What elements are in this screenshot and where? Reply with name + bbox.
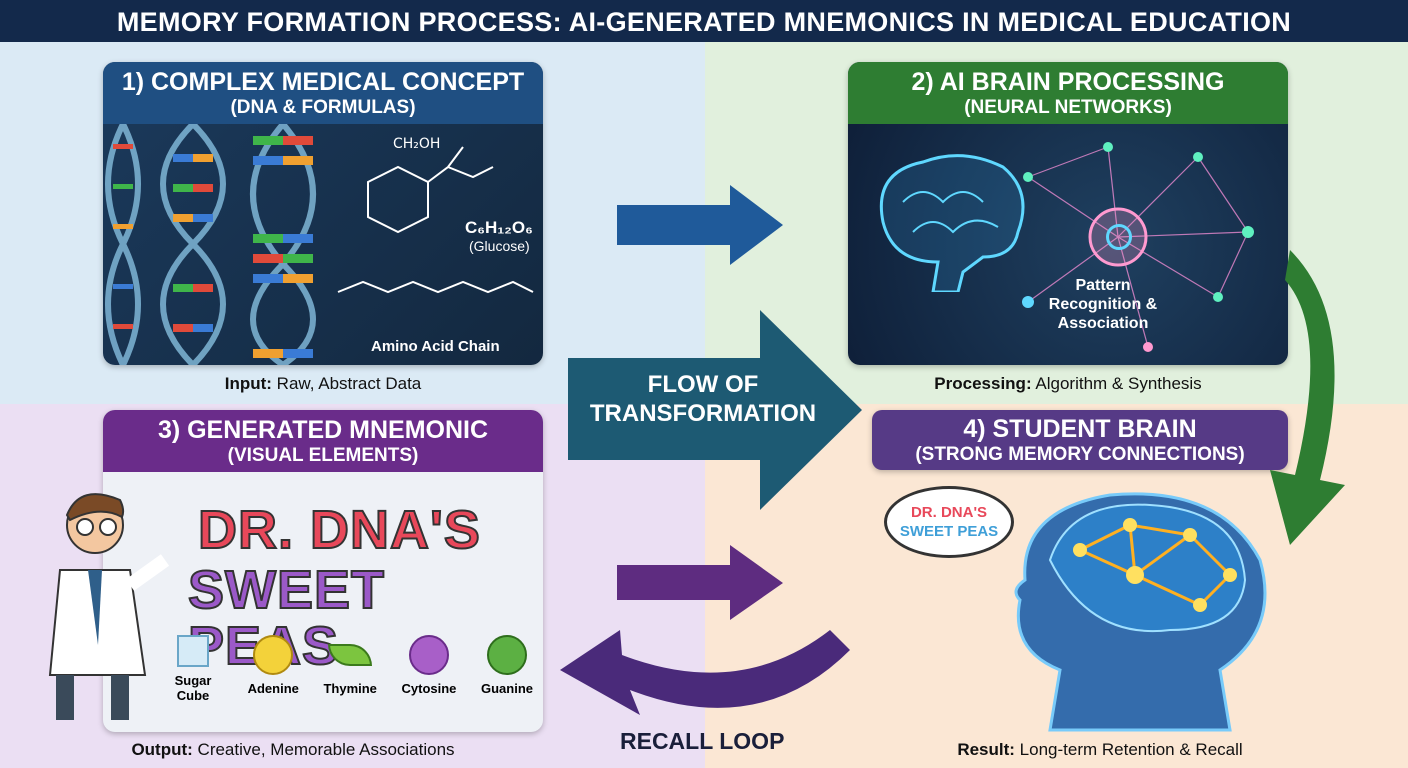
purple-pea-icon [408, 635, 449, 675]
caption-text: Long-term Retention & Recall [1014, 740, 1243, 759]
bubble-line2: SWEET PEAS [899, 523, 999, 540]
mnemonic-title-line1: DR. DNA'S [197, 500, 481, 560]
bubble-line1: DR. DNA'S [910, 504, 988, 521]
page-title: MEMORY FORMATION PROCESS: AI-GENERATED M… [0, 0, 1408, 42]
speech-bubble-icon: DR. DNA'S SWEET PEAS [884, 486, 1014, 558]
panel2-subtitle: (NEURAL NETWORKS) [964, 97, 1172, 118]
blue-arrow-icon [617, 185, 783, 265]
caption-label: Result: [957, 740, 1015, 759]
item-label: Sugar Cube [174, 673, 212, 703]
item-cytosine: Cytosine [401, 635, 457, 703]
purple-right-arrow-icon [617, 545, 783, 620]
item-label: Cytosine [401, 681, 457, 696]
glucose-name: (Glucose) [469, 238, 530, 254]
caption-text: Raw, Abstract Data [271, 374, 422, 393]
green-curved-arrow-icon [1270, 250, 1345, 545]
panel-ai-brain: 2) AI BRAIN PROCESSING (NEURAL NETWORKS)… [848, 62, 1288, 365]
dna-helix-icon [105, 124, 316, 365]
flow-arrow-icon [568, 310, 862, 510]
mnemonic-items: Sugar Cube Adenine Thymine Cytosine Guan… [163, 635, 533, 703]
panel1-caption: Input: Raw, Abstract Data [103, 374, 543, 394]
yellow-pea-icon [253, 635, 294, 675]
flow-label-line1: FLOW OF [647, 371, 759, 398]
glucose-structure-icon [367, 146, 494, 234]
recall-loop-arrow-icon [560, 630, 850, 715]
amino-acid-label: Amino Acid Chain [371, 338, 500, 355]
item-label: Guanine [480, 681, 533, 696]
item-thymine: Thymine [323, 635, 377, 703]
flow-label: FLOW OF TRANSFORMATION [568, 370, 838, 428]
item-sugar-cube: Sugar Cube [163, 635, 223, 703]
caption-label: Output: [131, 740, 193, 759]
panel2-title: 2) AI BRAIN PROCESSING [911, 68, 1225, 96]
student-head-brain-icon [1014, 492, 1267, 732]
item-guanine: Guanine [481, 635, 533, 703]
label-line: Pattern [1075, 277, 1131, 294]
panel4-subtitle: (STRONG MEMORY CONNECTIONS) [915, 444, 1245, 465]
pattern-recognition-label: Pattern Recognition & Association [1038, 276, 1168, 333]
caption-label: Input: [224, 374, 272, 393]
glucose-group-label: CH₂OH [393, 136, 441, 152]
glucose-formula: C₆H₁₂O₆ [465, 218, 533, 237]
panel3-subtitle: (VISUAL ELEMENTS) [227, 445, 419, 466]
magnifier-icon [1106, 224, 1132, 250]
caption-label: Processing: [934, 374, 1032, 393]
panel3-caption: Output: Creative, Memorable Associations [103, 740, 483, 760]
panel1-subtitle: (DNA & FORMULAS) [230, 97, 416, 118]
panel4-caption: Result: Long-term Retention & Recall [920, 740, 1280, 760]
panel2-caption: Processing: Algorithm & Synthesis [848, 374, 1288, 394]
doctor-character-icon [48, 493, 170, 720]
item-label: Thymine [323, 681, 377, 696]
panel1-title: 1) COMPLEX MEDICAL CONCEPT [121, 68, 525, 96]
caption-text: Algorithm & Synthesis [1031, 374, 1202, 393]
item-adenine: Adenine [248, 635, 299, 703]
label-line: Recognition & [1048, 296, 1158, 313]
panel3-title: 3) GENERATED MNEMONIC [157, 416, 489, 444]
green-pea-icon [486, 635, 527, 675]
panel-mnemonic: 3) GENERATED MNEMONIC (VISUAL ELEMENTS) … [103, 410, 543, 732]
flow-label-line2: TRANSFORMATION [589, 400, 817, 427]
panel4-header: 4) STUDENT BRAIN (STRONG MEMORY CONNECTI… [872, 410, 1288, 470]
amino-acid-structure-icon [337, 280, 534, 294]
caption-text: Creative, Memorable Associations [192, 740, 455, 759]
panel4-title: 4) STUDENT BRAIN [963, 415, 1197, 443]
glowing-brain-icon [879, 154, 1025, 292]
recall-loop-label: RECALL LOOP [620, 728, 785, 754]
item-label: Adenine [247, 681, 299, 696]
sugar-cube-icon [177, 635, 209, 667]
panel-complex-concept: 1) COMPLEX MEDICAL CONCEPT (DNA & FORMUL… [103, 62, 543, 365]
label-line: Association [1057, 315, 1149, 332]
